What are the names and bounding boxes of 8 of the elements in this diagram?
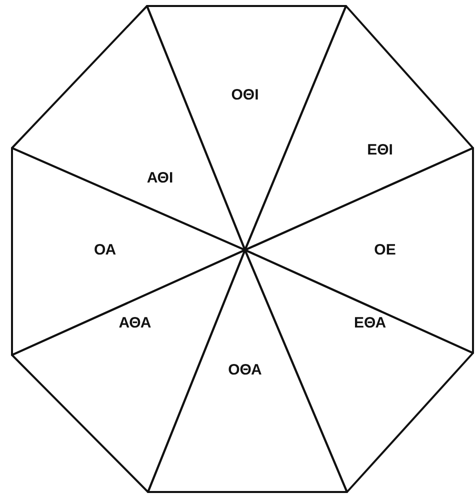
sector-label: ΑΘΙ [146, 170, 174, 186]
sector-label: ΟΘΑ [228, 362, 262, 378]
sector-label: ΕΘΑ [354, 314, 386, 332]
sector-label: ΟΘΙ [231, 86, 259, 104]
sector-label: ΕΘΙ [367, 142, 393, 158]
sector-label: ΟΕ [374, 242, 396, 258]
sector-label: ΑΘΑ [118, 314, 152, 332]
sector-label: ΟΑ [94, 242, 116, 258]
